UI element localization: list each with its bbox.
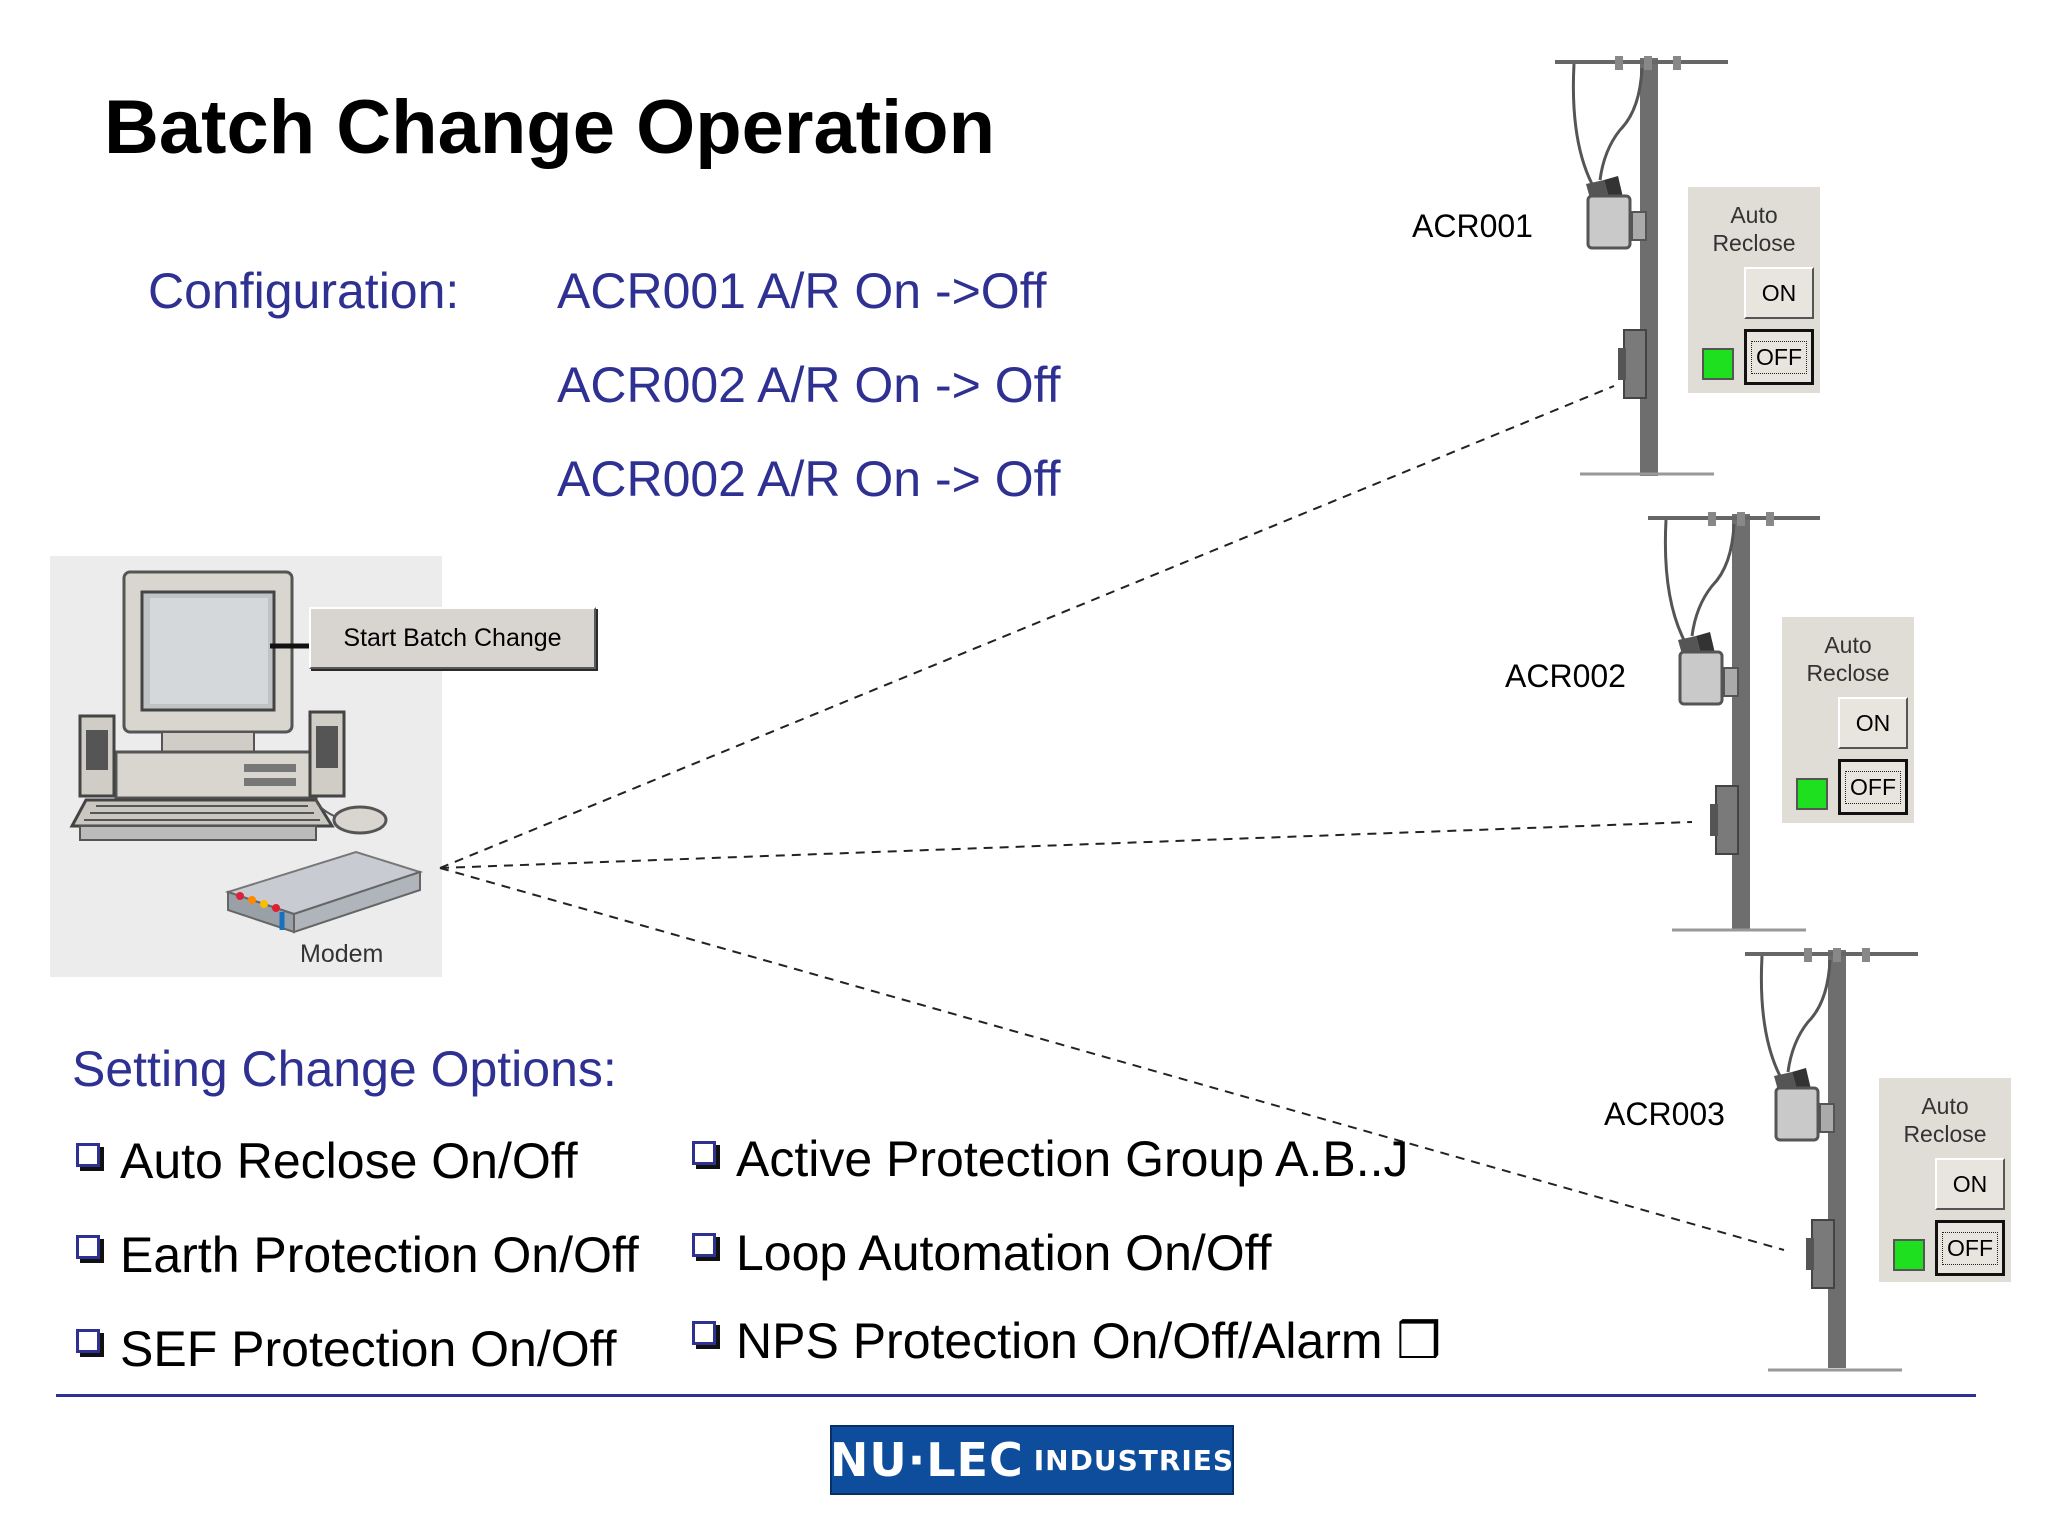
configuration-line-3: ACR002 A/R On -> Off	[557, 451, 1061, 507]
option-auto-reclose: Auto Reclose On/Off	[120, 1133, 578, 1189]
auto-reclose-title: Auto Reclose	[1806, 632, 1890, 686]
option-nps-protection: NPS Protection On/Off/Alarm ❒	[736, 1313, 1442, 1369]
off-button-label: OFF	[1751, 340, 1807, 374]
checkbox-icon	[76, 1329, 100, 1353]
acr001-label: ACR001	[1412, 208, 1533, 244]
acr002-off-button[interactable]: OFF	[1838, 759, 1908, 815]
nulec-industries-logo: NU·LEC INDUSTRIES	[830, 1425, 1234, 1495]
acr003-status-indicator	[1893, 1239, 1925, 1271]
modem-label: Modem	[300, 940, 384, 968]
utility-pole-acr003-icon	[1745, 948, 1918, 1372]
start-batch-change-button[interactable]: Start Batch Change	[309, 607, 596, 669]
footer-divider	[56, 1394, 1976, 1397]
acr001-status-indicator	[1702, 348, 1734, 380]
acr001-on-button[interactable]: ON	[1744, 267, 1814, 319]
option-loop-automation: Loop Automation On/Off	[736, 1225, 1272, 1281]
acr001-auto-reclose-panel: Auto Reclose ON OFF	[1688, 187, 1820, 393]
acr003-auto-reclose-panel: Auto Reclose ON OFF	[1879, 1078, 2011, 1282]
acr003-on-button[interactable]: ON	[1935, 1158, 2005, 1210]
configuration-line-1: ACR001 A/R On ->Off	[557, 263, 1047, 319]
checkbox-icon	[76, 1143, 100, 1167]
utility-pole-acr002-icon	[1648, 512, 1820, 932]
option-earth-protection: Earth Protection On/Off	[120, 1227, 639, 1283]
acr003-label: ACR003	[1604, 1096, 1725, 1132]
option-active-protection-group: Active Protection Group A.B..J	[736, 1131, 1409, 1187]
off-button-label: OFF	[1845, 770, 1901, 804]
auto-reclose-title: Auto Reclose	[1712, 202, 1796, 256]
acr002-auto-reclose-panel: Auto Reclose ON OFF	[1782, 617, 1914, 823]
computer-icon	[69, 570, 388, 841]
utility-pole-acr001-icon	[1555, 56, 1728, 476]
modem-icon	[224, 850, 424, 934]
logo-main-text: NU·LEC	[829, 1433, 1024, 1487]
checkbox-icon	[76, 1235, 100, 1259]
acr002-label: ACR002	[1505, 658, 1626, 694]
logo-sub-text: INDUSTRIES	[1033, 1443, 1235, 1477]
option-sef-protection: SEF Protection On/Off	[120, 1321, 617, 1377]
acr001-off-button[interactable]: OFF	[1744, 329, 1814, 385]
checkbox-icon	[692, 1233, 716, 1257]
auto-reclose-title: Auto Reclose	[1903, 1093, 1987, 1147]
acr002-status-indicator	[1796, 778, 1828, 810]
slide-title: Batch Change Operation	[104, 85, 995, 170]
acr002-on-button[interactable]: ON	[1838, 697, 1908, 749]
off-button-label: OFF	[1942, 1231, 1998, 1265]
acr003-off-button[interactable]: OFF	[1935, 1220, 2005, 1276]
setting-change-options-heading: Setting Change Options:	[72, 1041, 617, 1097]
checkbox-icon	[692, 1321, 716, 1345]
configuration-line-2: ACR002 A/R On -> Off	[557, 357, 1061, 413]
configuration-label: Configuration:	[148, 263, 460, 319]
checkbox-icon	[692, 1141, 716, 1165]
communication-lines	[439, 385, 1785, 1251]
